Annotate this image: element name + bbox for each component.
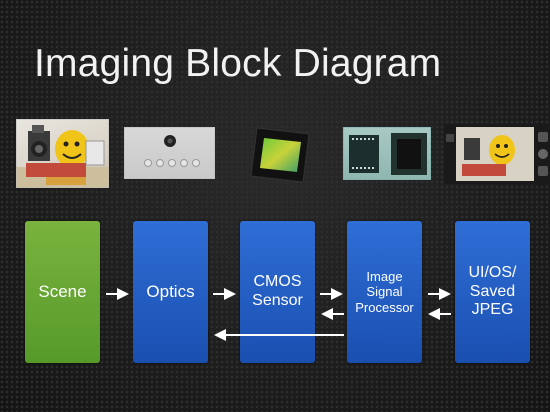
slide-title: Imaging Block Diagram xyxy=(34,42,442,85)
optics-block-label: Optics xyxy=(146,281,195,301)
ui-os-saved-jpeg-block: UI/OS/ Saved JPEG xyxy=(455,221,530,363)
scene-photo xyxy=(16,119,109,188)
cmos-sensor-chip-photo xyxy=(249,126,310,183)
cmos-sensor-block-label: CMOS Sensor xyxy=(252,273,303,309)
image-signal-processor-block: Image Signal Processor xyxy=(347,221,422,363)
optics-lens-photo xyxy=(124,127,215,179)
ui-os-saved-jpeg-block-label: UI/OS/ Saved JPEG xyxy=(468,263,517,319)
scene-block-label: Scene xyxy=(38,281,87,301)
scene-block: Scene xyxy=(25,221,100,363)
image-signal-processor-chip-photo xyxy=(343,127,431,180)
camera-phone-screen-photo xyxy=(444,124,550,184)
optics-block: Optics xyxy=(133,221,208,363)
image-signal-processor-block-label: Image Signal Processor xyxy=(355,269,414,315)
cmos-sensor-block: CMOS Sensor xyxy=(240,221,315,363)
